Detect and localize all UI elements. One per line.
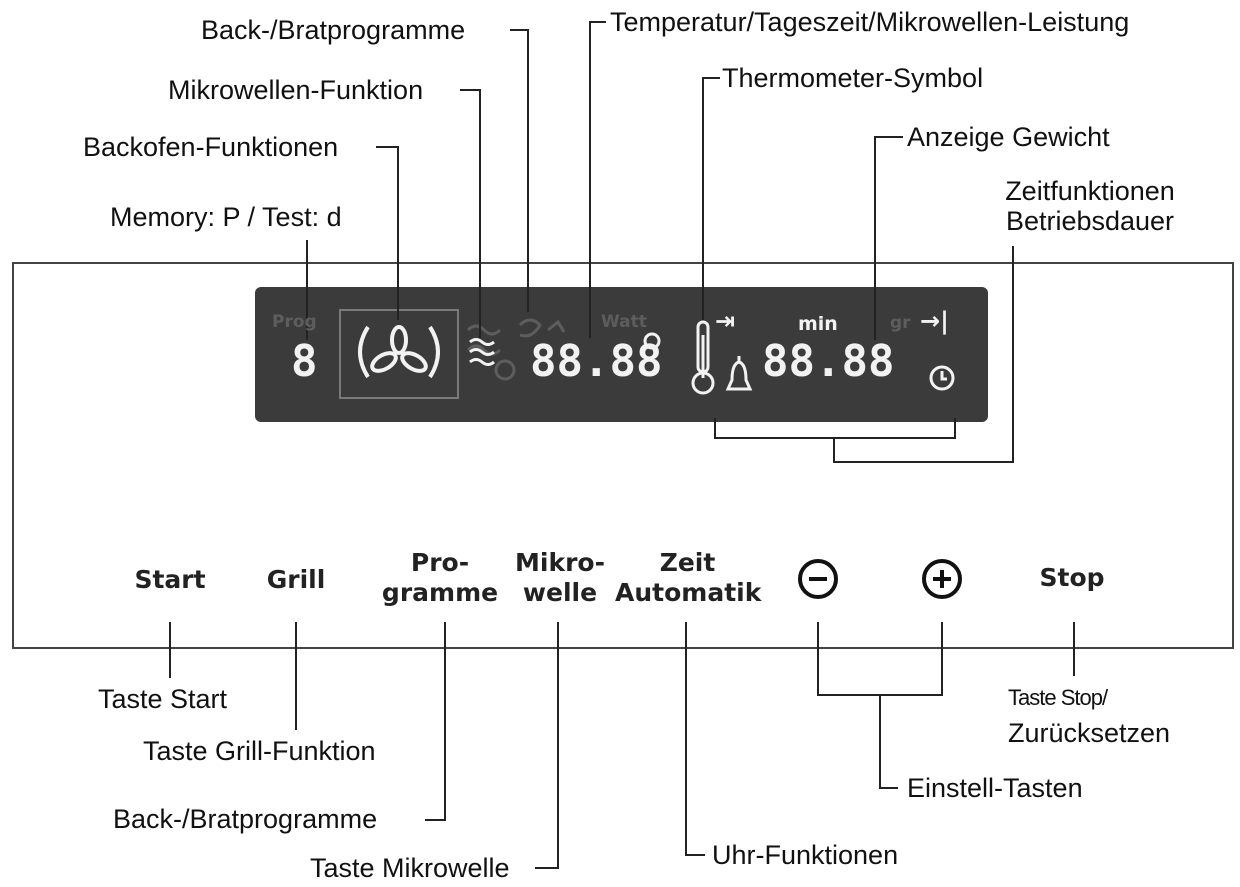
label-zeitfunktionen: Zeitfunktionen Betriebsdauer <box>980 176 1200 236</box>
plus-icon-v <box>940 570 944 588</box>
label-einstell-tasten: Einstell-Tasten <box>907 773 1083 803</box>
plus-button[interactable] <box>922 559 962 599</box>
programme-button-line1: Pro- <box>410 548 470 577</box>
zeit-automatik-button[interactable]: Zeit Automatik <box>615 548 762 608</box>
minus-icon <box>809 577 827 581</box>
label-taste-grill: Taste Grill-Funktion <box>143 736 376 766</box>
stop-button[interactable]: Stop <box>1022 563 1122 593</box>
label-taste-start: Taste Start <box>98 684 228 714</box>
start-button[interactable]: Start <box>120 565 220 595</box>
microwave-icon <box>469 338 495 366</box>
clock-icon <box>929 365 955 391</box>
fan-icon <box>358 325 440 379</box>
display-gr-label: gr <box>890 313 911 333</box>
start-button-label: Start <box>134 565 206 594</box>
display-min-label: min <box>798 313 838 335</box>
duration-arrow-icon: ⇥ <box>715 307 736 335</box>
mikrowelle-button[interactable]: Mikro- welle <box>495 548 625 608</box>
control-panel-outline <box>12 262 1234 649</box>
label-backofen-funktionen: Backofen-Funktionen <box>83 132 339 162</box>
label-taste-stop-line2: Zurücksetzen <box>1008 718 1171 748</box>
degree-icon <box>643 332 661 350</box>
memory-digit: 8 <box>291 336 318 387</box>
label-taste-mikrowelle: Taste Mikrowelle <box>310 853 510 883</box>
programme-button[interactable]: Pro- gramme <box>370 548 510 608</box>
label-thermometer: Thermometer-Symbol <box>722 63 984 93</box>
label-back-brat-bottom: Back-/Bratprogramme <box>113 804 378 834</box>
stop-button-label: Stop <box>1039 563 1105 592</box>
label-anzeige-gewicht: Anzeige Gewicht <box>907 122 1110 152</box>
mikrowelle-button-line2: welle <box>522 578 598 607</box>
bell-icon <box>725 356 753 391</box>
label-taste-stop-line1: Taste Stop/ <box>1008 685 1108 710</box>
temperature-digits: 88.88 <box>530 336 663 387</box>
grill-button-label: Grill <box>266 565 326 594</box>
label-uhr-funktionen: Uhr-Funktionen <box>712 840 899 870</box>
display-prog-label: Prog <box>272 312 317 332</box>
minus-button[interactable] <box>798 559 838 599</box>
label-temperatur: Temperatur/Tageszeit/Mikrowellen-Leistun… <box>610 7 1130 37</box>
thermometer-icon <box>691 320 715 395</box>
display-panel <box>255 287 988 422</box>
end-time-arrow-icon: →| <box>920 307 949 335</box>
bottom-leader-lines <box>169 622 1075 869</box>
time-digits: 88.88 <box>762 336 895 387</box>
label-zeitfunktionen-line2: Betriebsdauer <box>1005 206 1175 236</box>
top-leader-lines <box>306 21 1014 463</box>
display-watt-label: Watt <box>601 312 647 332</box>
zeit-button-line1: Zeit <box>659 548 716 577</box>
label-mikrowellen-funktion: Mikrowellen-Funktion <box>168 75 424 105</box>
label-zeitfunktionen-line1: Zeitfunktionen <box>1005 176 1175 206</box>
label-memory-test: Memory: P / Test: d <box>110 202 342 232</box>
programme-button-line2: gramme <box>381 578 499 607</box>
mikrowelle-button-line1: Mikro- <box>515 548 605 577</box>
dim-program-symbols <box>466 318 566 381</box>
grill-button[interactable]: Grill <box>246 565 346 595</box>
label-back-brat-top: Back-/Bratprogramme <box>201 15 466 45</box>
zeit-button-line2: Automatik <box>615 578 762 607</box>
